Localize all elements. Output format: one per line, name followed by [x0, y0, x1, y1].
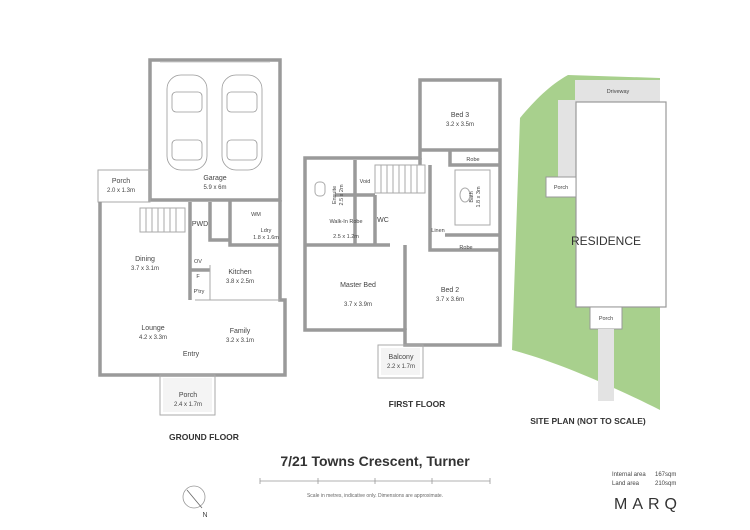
fridge-label: F — [196, 274, 200, 280]
bed2-label: Bed 2 — [441, 287, 459, 294]
scale-bar — [259, 478, 491, 484]
balcony-label: Balcony — [389, 354, 414, 361]
first-floor-walls — [303, 78, 502, 347]
wc-label: WC — [377, 217, 389, 224]
first-floor-plan: Bed 3 3.2 x 3.5m Robe Void Ensuite 2.5 x… — [303, 78, 502, 409]
void-label: Void — [360, 179, 371, 185]
laundry-label: Ldry — [261, 228, 272, 234]
robe-top-label: Robe — [466, 157, 479, 163]
entry-label: Entry — [183, 351, 200, 358]
walk-in-robe-label: Walk-In Robe — [329, 219, 362, 225]
linen-label: Linen — [431, 228, 444, 234]
ground-main-walls — [98, 200, 287, 377]
car-left-icon — [166, 74, 208, 171]
pantry-label: P'try — [194, 289, 205, 295]
internal-area-label: Internal area — [612, 472, 646, 478]
kitchen-dims: 3.8 x 2.5m — [226, 279, 254, 285]
balcony-outline — [377, 344, 424, 379]
garage-walls — [148, 58, 282, 202]
internal-area-value: 167sqm — [655, 472, 676, 478]
driveway-label: Driveway — [607, 89, 630, 95]
north-label: N — [202, 512, 207, 519]
bath-dims: 1.8 x 3m — [476, 186, 482, 208]
oven-label: OV — [194, 259, 202, 265]
dining-label: Dining — [135, 256, 155, 263]
kitchen-label: Kitchen — [228, 269, 251, 276]
master-bed-label: Master Bed — [340, 282, 376, 289]
residence-label: RESIDENCE — [571, 234, 641, 248]
site-porch-top — [545, 176, 577, 198]
garage-dims: 5.9 x 6m — [203, 185, 226, 191]
north-arrow-icon: N — [182, 485, 208, 519]
address-title: 7/21 Towns Crescent, Turner — [280, 453, 470, 469]
first-floor-heading: FIRST FLOOR — [389, 399, 446, 409]
lounge-label: Lounge — [141, 325, 164, 332]
lounge-dims: 4.2 x 3.3m — [139, 335, 167, 341]
robe-bottom-label: Robe — [459, 245, 472, 251]
bed3-label: Bed 3 — [451, 112, 469, 119]
land-area-label: Land area — [612, 481, 640, 487]
residence-block — [575, 101, 667, 308]
site-porch-bottom-label: Porch — [599, 316, 613, 322]
pwd-label: PWD — [192, 221, 208, 228]
dining-dims: 3.7 x 3.1m — [131, 266, 159, 272]
ensuite-label: Ensuite — [332, 186, 338, 204]
bed2-dims: 3.7 x 3.6m — [436, 297, 464, 303]
ground-floor-heading: GROUND FLOOR — [169, 432, 239, 442]
brand-logo: MARQ — [614, 496, 682, 513]
site-plan: Driveway Porch RESIDENCE Porch SITE PLAN… — [512, 75, 667, 426]
footer: 7/21 Towns Crescent, Turner Scale in met… — [182, 453, 682, 519]
garage-label: Garage — [203, 175, 226, 182]
front-porch-label: Porch — [179, 392, 197, 399]
scale-note: Scale in metres, indicative only. Dimens… — [307, 493, 443, 499]
side-porch-dims: 2.0 x 1.3m — [107, 188, 135, 194]
first-floor-stairs — [374, 164, 426, 194]
laundry-dims: 1.8 x 1.6m — [253, 235, 279, 241]
wm-label: WM — [251, 212, 261, 218]
bed3-dims: 3.2 x 3.5m — [446, 122, 474, 128]
walk-in-robe-dims: 2.5 x 1.2m — [333, 234, 359, 240]
ensuite-dims: 2.5 x 2m — [339, 184, 345, 206]
front-porch-dims: 2.4 x 1.7m — [174, 402, 202, 408]
balcony-dims: 2.2 x 1.7m — [387, 364, 415, 370]
driveway-area — [575, 80, 660, 102]
ground-stairs — [139, 207, 186, 233]
family-dims: 3.2 x 3.1m — [226, 338, 254, 344]
family-label: Family — [230, 328, 251, 335]
site-plan-heading: SITE PLAN (NOT TO SCALE) — [530, 416, 646, 426]
land-area-value: 210sqm — [655, 481, 676, 487]
bath-label: Bath — [469, 191, 475, 202]
ground-floor-plan: Garage 5.9 x 6m Porch 2.0 x 1.3m PWD WM … — [97, 58, 287, 442]
master-bed-dims: 3.7 x 3.9m — [344, 302, 372, 308]
side-porch — [97, 169, 151, 203]
car-right-icon — [221, 74, 263, 171]
side-porch-label: Porch — [112, 178, 130, 185]
site-porch-top-label: Porch — [554, 185, 568, 191]
front-porch — [159, 374, 216, 416]
